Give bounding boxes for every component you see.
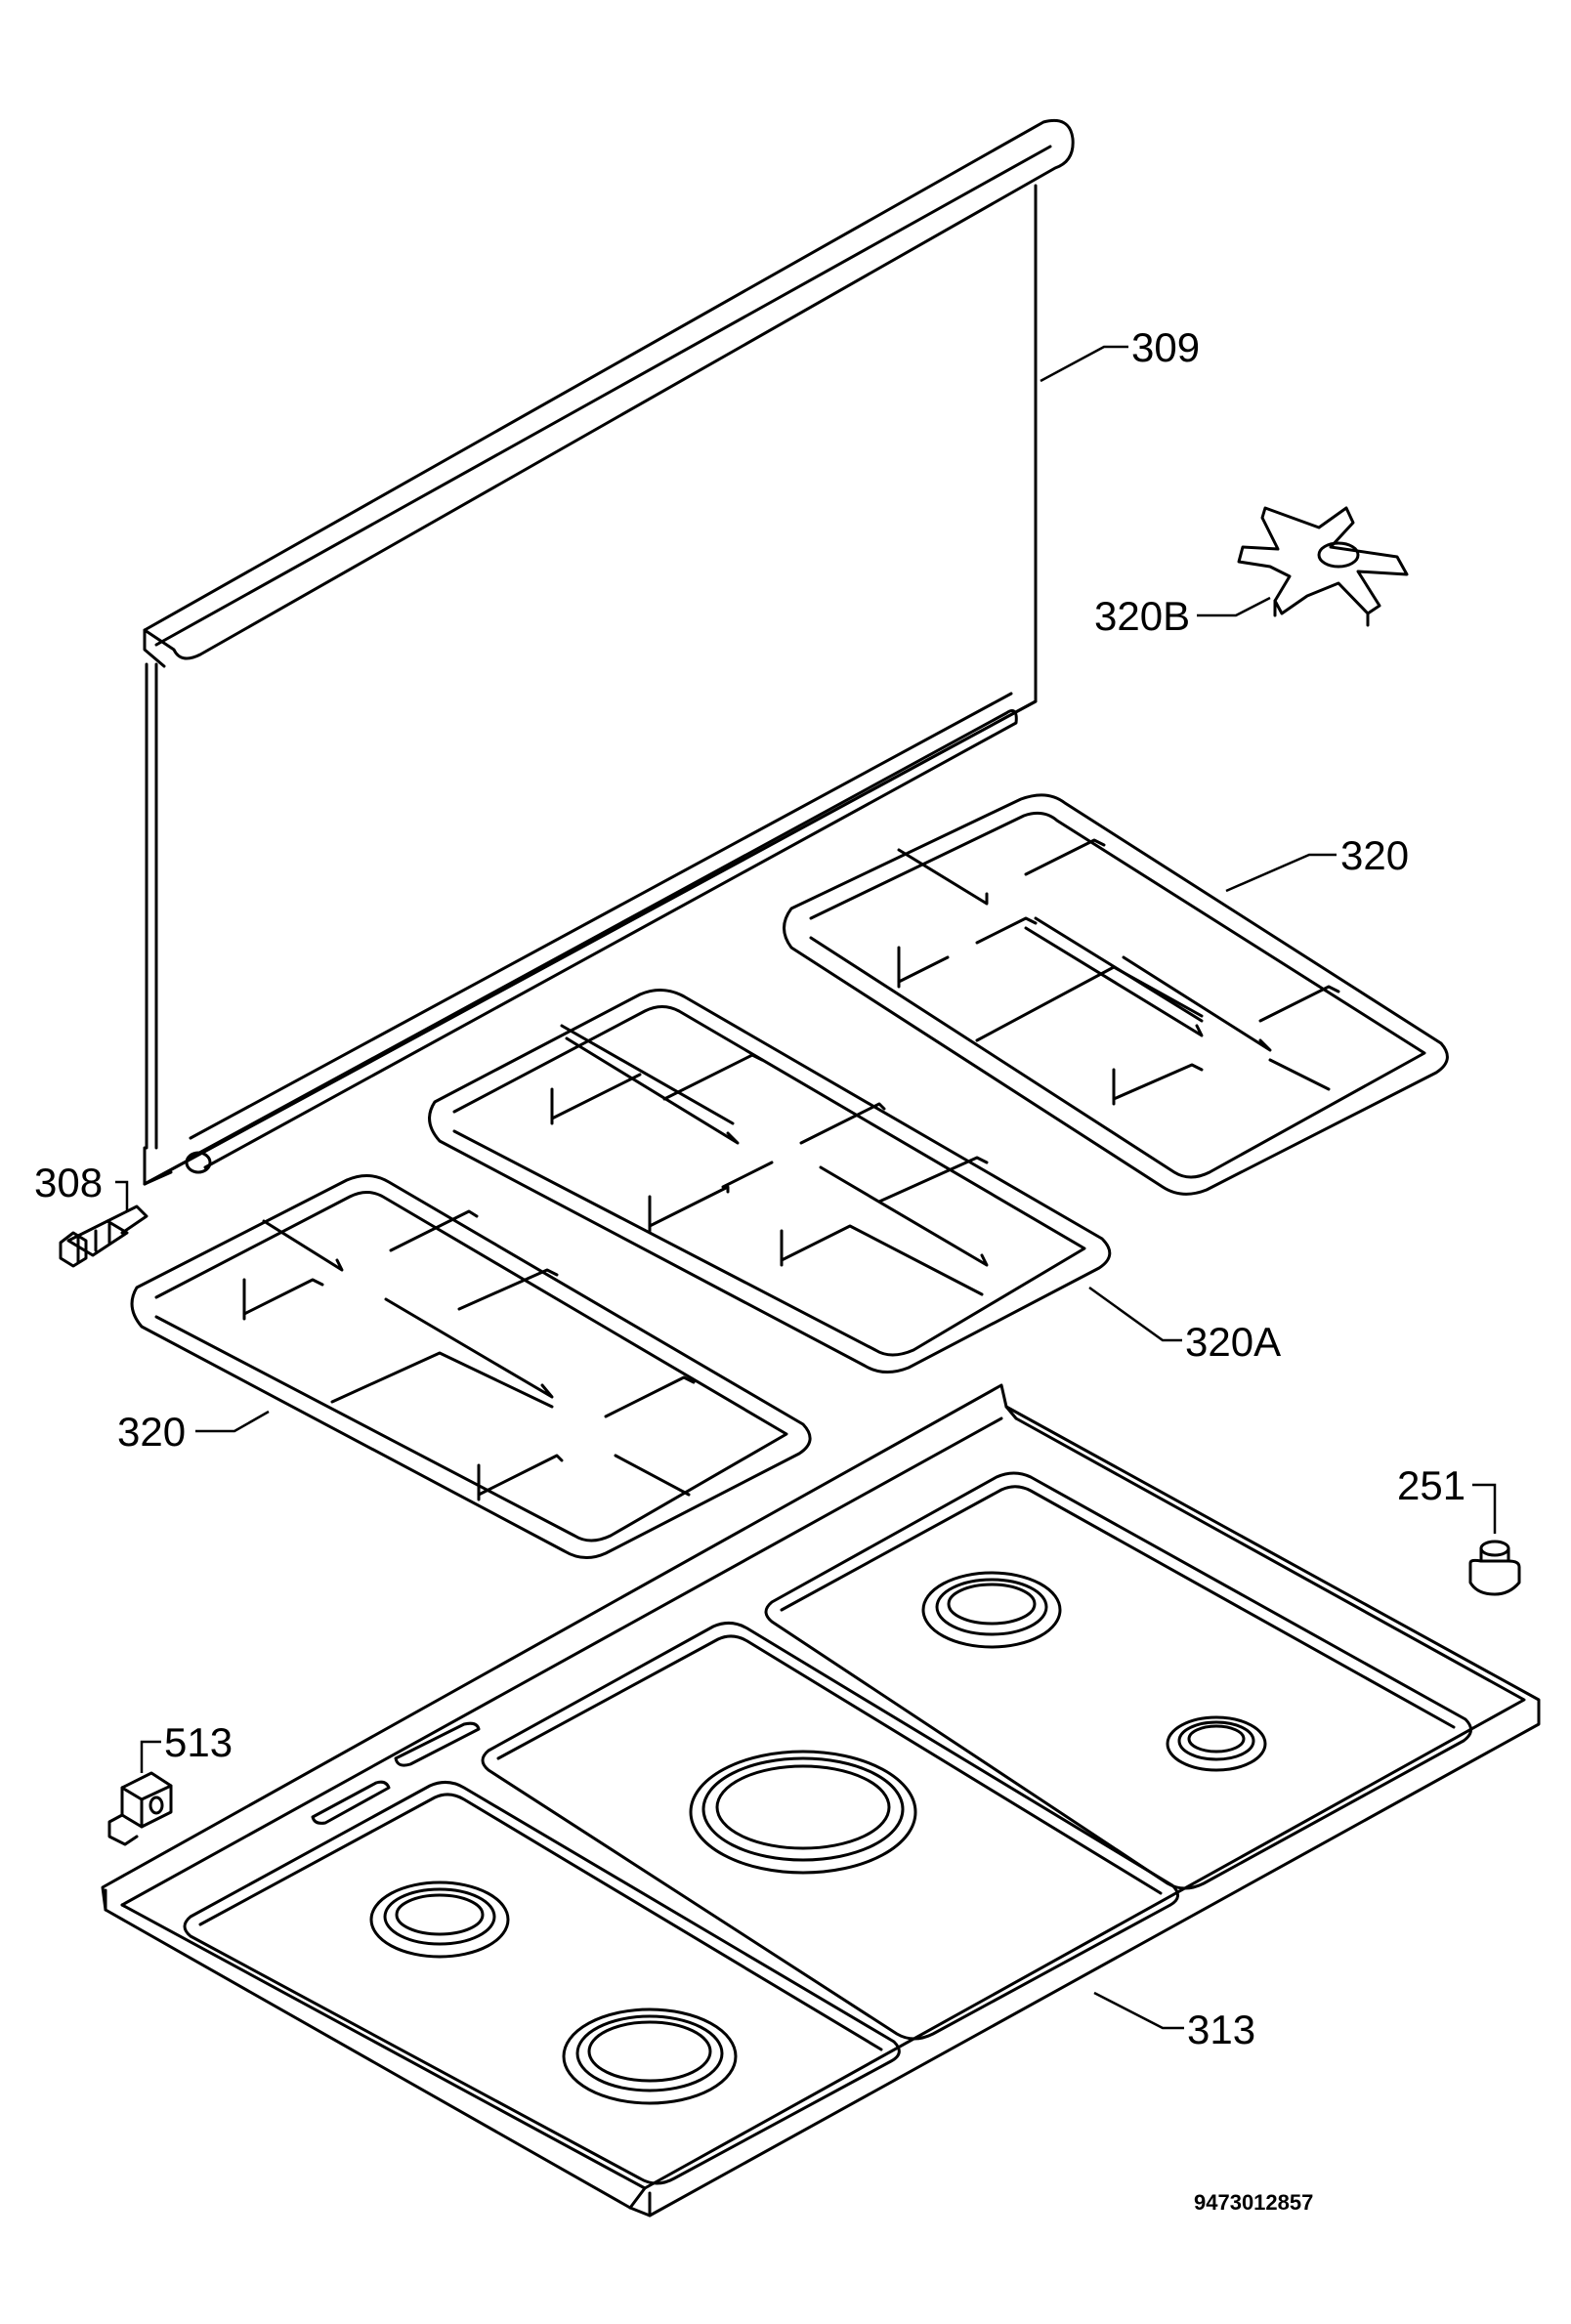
leader-309 bbox=[1040, 345, 1128, 383]
drawing-code: 9473012857 bbox=[1194, 2190, 1313, 2215]
label-320b: 320B bbox=[1094, 593, 1190, 639]
part-251-knob bbox=[1468, 1540, 1521, 1596]
leader-lines bbox=[115, 345, 1497, 2030]
label-309: 309 bbox=[1131, 324, 1200, 370]
leader-251 bbox=[1472, 1483, 1497, 1534]
leader-320-right bbox=[1225, 853, 1337, 893]
label-320-left: 320 bbox=[117, 1409, 186, 1455]
leader-313 bbox=[1093, 1991, 1184, 2030]
leader-308 bbox=[115, 1180, 129, 1211]
part-313-hob-top bbox=[101, 1383, 1541, 2218]
part-308-screw bbox=[59, 1204, 149, 1268]
part-513-ignition-button bbox=[107, 1771, 173, 1846]
label-513: 513 bbox=[164, 1719, 233, 1765]
leader-320-left bbox=[195, 1410, 270, 1433]
leader-320a bbox=[1088, 1286, 1182, 1342]
part-309-backsplash-panel bbox=[143, 118, 1075, 1186]
label-313: 313 bbox=[1187, 2007, 1255, 2052]
label-251: 251 bbox=[1397, 1462, 1465, 1508]
part-320b-wok-stand bbox=[1237, 506, 1409, 627]
leader-320b bbox=[1197, 596, 1271, 617]
label-308: 308 bbox=[34, 1160, 103, 1205]
leader-513 bbox=[140, 1740, 161, 1773]
label-320a: 320A bbox=[1185, 1319, 1281, 1365]
part-320-grate-left bbox=[130, 1174, 812, 1559]
part-320a-grate-middle bbox=[428, 989, 1112, 1373]
label-320-right: 320 bbox=[1340, 832, 1409, 878]
part-320-grate-right bbox=[783, 793, 1449, 1196]
